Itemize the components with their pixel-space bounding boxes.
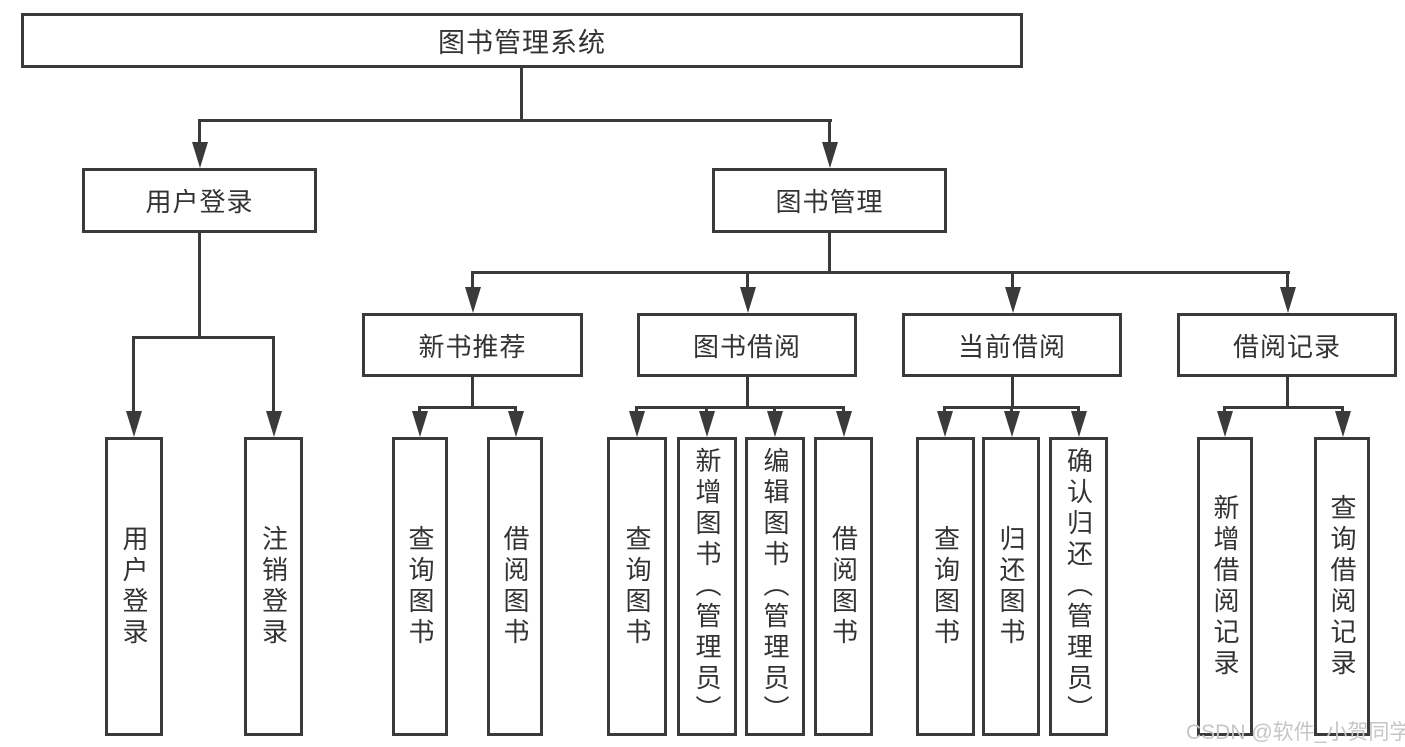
connector-leaf-stem — [471, 271, 474, 291]
node-leaf-records-add-record-label: 新增借阅记录 — [1210, 493, 1240, 680]
arrow-down-icon — [699, 411, 715, 437]
arrow-down-icon — [1280, 287, 1296, 313]
node-leaf-current-confirm-return-label: 确认归还（管理员） — [1063, 447, 1094, 726]
connector-user-login-stem — [198, 119, 201, 147]
node-new-book-recommend: 新书推荐 — [362, 313, 583, 377]
connector-current-down — [1011, 377, 1014, 409]
arrow-down-icon — [508, 411, 524, 437]
arrow-down-icon — [192, 142, 208, 168]
node-leaf-current-confirm-return: 确认归还（管理员） — [1049, 437, 1108, 736]
node-leaf-borrow-query-book-label: 查询图书 — [622, 524, 652, 649]
arrow-down-icon — [465, 287, 481, 313]
connector-recommend-down — [471, 377, 474, 409]
arrow-down-icon — [1004, 411, 1020, 437]
arrow-down-icon — [1217, 411, 1233, 437]
node-borrow-records: 借阅记录 — [1177, 313, 1397, 377]
node-leaf-borrow-query-book: 查询图书 — [607, 437, 667, 736]
arrow-down-icon — [629, 411, 645, 437]
node-book-borrow-label: 图书借阅 — [692, 331, 801, 362]
node-root: 图书管理系统 — [21, 13, 1023, 68]
node-leaf-borrow-borrow-book-label: 借阅图书 — [828, 524, 859, 649]
node-book-management-label: 图书管理 — [775, 187, 884, 217]
arrow-down-icon — [126, 411, 142, 437]
connector-borrow-rail — [636, 406, 845, 409]
connector-records-rail — [1224, 406, 1344, 409]
connector-records-down — [1286, 377, 1289, 409]
node-leaf-recommend-borrow-book-label: 借阅图书 — [500, 524, 530, 649]
node-current-borrow: 当前借阅 — [902, 313, 1122, 377]
node-leaf-borrow-add-book: 新增图书（管理员） — [677, 437, 737, 736]
node-leaf-recommend-query-book-label: 查询图书 — [405, 524, 435, 649]
node-book-management: 图书管理 — [712, 168, 947, 233]
arrow-down-icon — [822, 142, 838, 168]
arrow-down-icon — [740, 287, 756, 313]
node-root-label: 图书管理系统 — [438, 28, 606, 58]
node-leaf-current-return-book: 归还图书 — [982, 437, 1040, 736]
connector-user-login-rail — [133, 336, 275, 339]
node-leaf-records-query-record: 查询借阅记录 — [1314, 437, 1370, 736]
connector-level3-rail — [471, 271, 1290, 274]
arrow-down-icon — [1005, 287, 1021, 313]
node-user-login: 用户登录 — [82, 168, 317, 233]
node-leaf-current-query-book: 查询图书 — [916, 437, 975, 736]
node-leaf-current-return-book-label: 归还图书 — [996, 524, 1026, 649]
arrow-down-icon — [937, 411, 953, 437]
node-current-borrow-label: 当前借阅 — [957, 331, 1066, 362]
connector-leaf-stem — [746, 271, 749, 291]
arrow-down-icon — [767, 411, 783, 437]
node-leaf-user-login: 用户登录 — [105, 437, 163, 736]
connector-root-stem — [520, 68, 523, 122]
node-book-borrow: 图书借阅 — [637, 313, 857, 377]
connector-book-mgmt-down — [828, 233, 831, 274]
watermark: CSDN @软件_小贺同学 — [1186, 721, 1405, 744]
node-user-login-label: 用户登录 — [145, 187, 254, 217]
node-leaf-records-add-record: 新增借阅记录 — [1197, 437, 1253, 736]
connector-leaf-stem — [1011, 271, 1014, 291]
connector-recommend-rail — [419, 406, 517, 409]
node-new-book-recommend-label: 新书推荐 — [418, 331, 527, 362]
node-leaf-borrow-edit-book-label: 编辑图书（管理员） — [760, 447, 790, 726]
node-leaf-logout: 注销登录 — [244, 437, 303, 736]
connector-book-mgmt-stem — [828, 119, 831, 147]
node-leaf-recommend-query-book: 查询图书 — [392, 437, 448, 736]
node-leaf-borrow-add-book-label: 新增图书（管理员） — [692, 447, 722, 726]
arrow-down-icon — [412, 411, 428, 437]
node-leaf-current-query-book-label: 查询图书 — [930, 524, 961, 649]
connector-leaf-stem — [1286, 271, 1289, 291]
arrow-down-icon — [266, 411, 282, 437]
arrow-down-icon — [1335, 411, 1351, 437]
node-leaf-records-query-record-label: 查询借阅记录 — [1327, 493, 1357, 680]
node-leaf-borrow-edit-book: 编辑图书（管理员） — [745, 437, 805, 736]
connector-level2-rail — [199, 119, 832, 122]
connector-borrow-down — [746, 377, 749, 409]
connector-leaf-stem — [132, 336, 135, 414]
connector-leaf-stem — [272, 336, 275, 414]
arrow-down-icon — [1071, 411, 1087, 437]
node-borrow-records-label: 借阅记录 — [1232, 331, 1341, 362]
node-leaf-user-login-label: 用户登录 — [119, 524, 149, 649]
connector-user-login-down — [198, 233, 201, 339]
node-leaf-borrow-borrow-book: 借阅图书 — [814, 437, 873, 736]
node-leaf-recommend-borrow-book: 借阅图书 — [487, 437, 543, 736]
arrow-down-icon — [836, 411, 852, 437]
node-leaf-logout-label: 注销登录 — [258, 524, 289, 649]
